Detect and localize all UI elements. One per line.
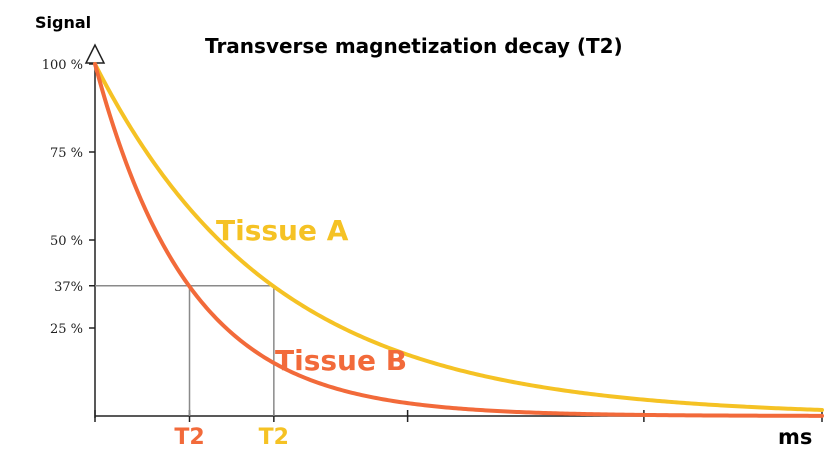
t2-marker-label-1: T2 [259, 425, 289, 450]
y-axis-title: Signal [35, 13, 91, 32]
series-line-tissue-a [93, 62, 824, 412]
t2-marker-group: T2 T2 [174, 425, 289, 450]
series-label-group: Tissue A Tissue B [216, 214, 407, 377]
x-axis-unit-label: ms [778, 425, 812, 449]
y-axis-arrowhead [84, 43, 106, 64]
t2-guide-lines [95, 285, 275, 416]
chart-title: Transverse magnetization decay (T2) [205, 34, 623, 58]
y-tick-group: 100 % 75 % 50 % 37% 25 % [42, 58, 95, 337]
y-tick-label-4: 25 % [50, 322, 83, 337]
series-label-tissue-a: Tissue A [216, 214, 349, 247]
y-tick-label-3: 37% [54, 280, 83, 295]
series-label-tissue-b: Tissue B [275, 344, 407, 377]
series-group [93, 62, 824, 418]
series-line-tissue-b [93, 62, 824, 418]
y-tick-label-0: 100 % [42, 58, 83, 73]
t2-marker-label-0: T2 [174, 425, 204, 450]
y-tick-label-2: 50 % [50, 234, 83, 249]
y-tick-label-1: 75 % [50, 146, 83, 161]
